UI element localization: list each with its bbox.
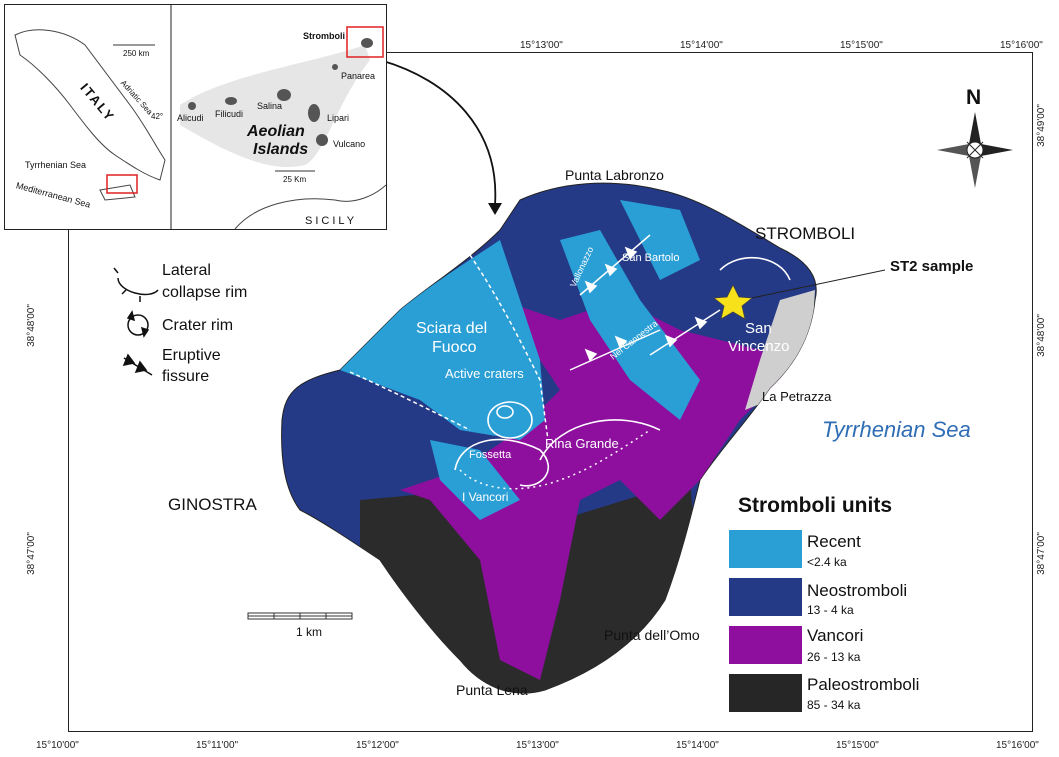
inset-map: ITALY 250 km Adriatic Sea 42° Tyrrhenian… bbox=[4, 4, 387, 230]
inset-sicily: SICILY bbox=[305, 215, 358, 227]
lon-bottom-3: 15°12'00" bbox=[356, 740, 399, 751]
sicily-small bbox=[99, 184, 136, 201]
legend-symbols bbox=[113, 267, 159, 376]
inset-salina: Salina bbox=[257, 101, 283, 111]
scale-bar bbox=[247, 612, 353, 620]
recent-streak-1 bbox=[560, 230, 700, 420]
unit-age-vancori: 26 - 13 ka bbox=[807, 650, 861, 664]
unit-age-neostromboli: 13 - 4 ka bbox=[807, 603, 854, 617]
lon-top-1: 15°13'00" bbox=[520, 40, 563, 51]
inset-stromboli: Stromboli bbox=[303, 31, 345, 41]
label-ginostra: GINOSTRA bbox=[168, 495, 257, 514]
inset-panarea: Panarea bbox=[341, 71, 376, 81]
island-alicudi bbox=[188, 102, 196, 110]
label-rina-grande: Rina Grande bbox=[545, 436, 619, 451]
inset-aeolian-scale: 25 Km bbox=[283, 175, 307, 184]
label-punta-dell-omo: Punta dell’Omo bbox=[604, 627, 700, 643]
inset-locator-box-stromboli bbox=[346, 26, 384, 58]
island-panarea bbox=[332, 64, 338, 70]
inset-tyrrhenian: Tyrrhenian Sea bbox=[25, 160, 87, 170]
lon-top-4: 15°16'00" bbox=[1000, 40, 1043, 51]
inset-filicudi: Filicudi bbox=[215, 109, 244, 119]
lon-top-3: 15°15'00" bbox=[840, 40, 883, 51]
label-la-petrazza: La Petrazza bbox=[762, 389, 832, 404]
legend-lateral-2: collapse rim bbox=[162, 284, 248, 301]
coastal-strip bbox=[745, 290, 815, 410]
lateral-collapse-rim-west bbox=[349, 371, 471, 431]
legend-lateral-1: Lateral bbox=[162, 262, 211, 279]
island-salina bbox=[277, 89, 291, 101]
legend-eruptive-2: fissure bbox=[162, 368, 210, 385]
recent-area bbox=[340, 240, 545, 440]
unit-name-vancori: Vancori bbox=[807, 626, 864, 645]
island-lipari bbox=[308, 104, 320, 122]
label-punta-lena: Punta Lena bbox=[456, 682, 528, 698]
inset-aeolian-2: Islands bbox=[253, 141, 309, 158]
label-scale: 1 km bbox=[296, 625, 323, 639]
unit-swatch-paleostromboli bbox=[729, 674, 802, 712]
crater-rims bbox=[454, 256, 791, 487]
inset-vulcano: Vulcano bbox=[333, 139, 366, 149]
island-stromboli bbox=[361, 38, 373, 48]
lon-bottom-4: 15°13'00" bbox=[516, 740, 559, 751]
inset-alicudi: Alicudi bbox=[177, 113, 204, 123]
lon-bottom-5: 15°14'00" bbox=[676, 740, 719, 751]
lateral-collapse-rim-east bbox=[469, 254, 549, 441]
unit-age-paleostromboli: 85 - 34 ka bbox=[807, 698, 861, 712]
inset-locator-box-italy bbox=[106, 174, 138, 194]
label-stromboli: STROMBOLI bbox=[755, 224, 856, 243]
label-san-vincenzo-1: San bbox=[745, 320, 772, 337]
label-san-bartolo: San Bartolo bbox=[622, 252, 680, 264]
label-i-vancori: I Vancori bbox=[462, 490, 509, 504]
lon-bottom-7: 15°16'00" bbox=[996, 740, 1039, 751]
inset-lipari: Lipari bbox=[327, 113, 350, 123]
north-arrow-icon bbox=[937, 112, 1013, 188]
inset-drawing bbox=[14, 5, 386, 229]
locator-arrow bbox=[379, 59, 497, 206]
unit-age-recent: <2.4 ka bbox=[807, 555, 847, 569]
unit-name-recent: Recent bbox=[807, 532, 861, 551]
label-punta-labronzo: Punta Labronzo bbox=[565, 167, 664, 183]
label-tyrrhenian-sea: Tyrrhenian Sea bbox=[822, 417, 971, 442]
lon-top-2: 15°14'00" bbox=[680, 40, 723, 51]
unit-swatch-vancori bbox=[729, 626, 802, 664]
island-vulcano bbox=[316, 134, 328, 146]
lon-bottom-6: 15°15'00" bbox=[836, 740, 879, 751]
legend-eruptive-1: Eruptive bbox=[162, 347, 221, 364]
eruptive-fissures bbox=[569, 234, 721, 371]
lon-bottom-2: 15°11'00" bbox=[196, 740, 239, 751]
label-sciara-2: Fuoco bbox=[432, 339, 477, 356]
inset-42: 42° bbox=[151, 112, 164, 121]
label-active-craters: Active craters bbox=[445, 366, 524, 381]
inset-italy-scale: 250 km bbox=[123, 49, 150, 58]
unit-swatch-recent bbox=[729, 530, 802, 568]
units-legend-title: Stromboli units bbox=[738, 494, 892, 517]
unit-name-neostromboli: Neostromboli bbox=[807, 581, 908, 600]
island-filicudi bbox=[225, 97, 237, 105]
recent-streak-2 bbox=[620, 200, 700, 280]
st2-sample-star bbox=[712, 284, 754, 320]
lon-bottom-1: 15°10'00" bbox=[36, 740, 79, 751]
label-st2-sample: ST2 sample bbox=[890, 258, 974, 275]
italy-outline bbox=[14, 29, 166, 181]
unit-name-paleostromboli: Paleostromboli bbox=[807, 675, 920, 694]
label-san-vincenzo-2: Vincenzo bbox=[728, 338, 790, 355]
label-sciara-1: Sciara del bbox=[416, 320, 488, 337]
sicily-coast bbox=[234, 184, 386, 229]
inset-aeolian-1: Aeolian bbox=[247, 123, 305, 140]
label-north: N bbox=[966, 86, 982, 109]
locator-arrow-head bbox=[488, 203, 502, 215]
st2-leader-line bbox=[751, 269, 886, 299]
label-fossetta: Fossetta bbox=[469, 449, 512, 461]
unit-swatch-neostromboli bbox=[729, 578, 802, 616]
legend-crater: Crater rim bbox=[162, 317, 234, 334]
